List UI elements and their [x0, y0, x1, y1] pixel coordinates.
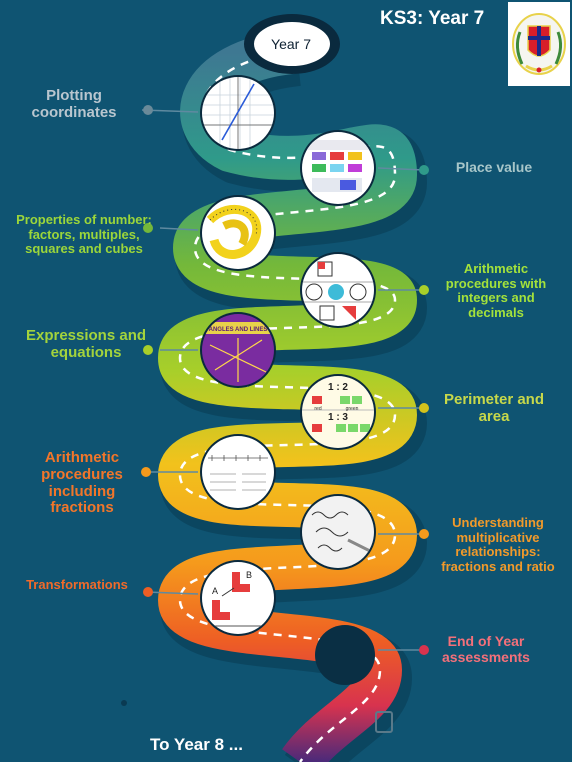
topic-label-perimeter-area: Perimeter and area — [443, 391, 545, 425]
topic-label-transformations: Transformations — [26, 577, 128, 592]
topic-dot — [419, 285, 429, 295]
topic-label-arithmetic-fractions: Arithmetic procedures including fraction… — [41, 449, 123, 517]
school-crest — [508, 2, 570, 86]
page-title: KS3: Year 7 — [380, 8, 485, 29]
ratio-green-label: green — [346, 406, 359, 412]
thumbnail-worksheet — [200, 434, 276, 510]
topic-label-expressions-equations: Expressions and equations — [25, 327, 147, 361]
topic-label-properties-of-number: Properties of number: factors, multiples… — [16, 212, 152, 257]
topic-dot — [419, 403, 429, 413]
topic-dot — [419, 645, 429, 655]
thumbnail-angles-lines — [200, 312, 276, 388]
thumbnail-angles-caption: ANGLES AND LINES — [209, 327, 268, 333]
shape-a-label: A — [212, 586, 218, 596]
footer-next-year: To Year 8 ... — [150, 735, 243, 754]
thumbnail-fraction-shapes — [300, 252, 376, 328]
topic-dot — [143, 223, 153, 233]
thumbnail-ratio — [300, 374, 376, 450]
topic-dot — [143, 587, 153, 597]
thumbnail-coordinates — [200, 75, 276, 151]
ratio-bottom-label: 1 : 3 — [328, 412, 348, 423]
clipboard-icon — [375, 711, 393, 733]
thumbnail-tape-measure — [200, 195, 276, 271]
shape-b-label: B — [246, 570, 252, 580]
topic-dot — [419, 529, 429, 539]
topic-dot — [141, 467, 151, 477]
ratio-top-label: 1 : 2 — [328, 382, 348, 393]
road-path — [157, 30, 418, 762]
topic-label-multiplicative-relationships: Understanding multiplicative relationshi… — [441, 515, 555, 574]
ratio-red-label: red — [314, 406, 321, 412]
topic-dot — [419, 165, 429, 175]
end-marker — [315, 625, 375, 685]
topic-label-place-value: Place value — [455, 159, 533, 175]
topic-dot — [143, 105, 153, 115]
topic-label-arithmetic-integers-decimals: Arithmetic procedures with integers and … — [445, 261, 547, 320]
topic-label-plotting-coordinates: Plotting coordinates — [31, 87, 117, 121]
topic-label-end-of-year-assessments: End of Year assessments — [442, 633, 530, 665]
topic-dot — [143, 345, 153, 355]
thumbnail-algebra — [300, 494, 376, 570]
start-label: Year 7 — [271, 36, 311, 52]
thumbnail-transformations — [200, 560, 276, 636]
thumbnail-place-value — [300, 130, 376, 206]
